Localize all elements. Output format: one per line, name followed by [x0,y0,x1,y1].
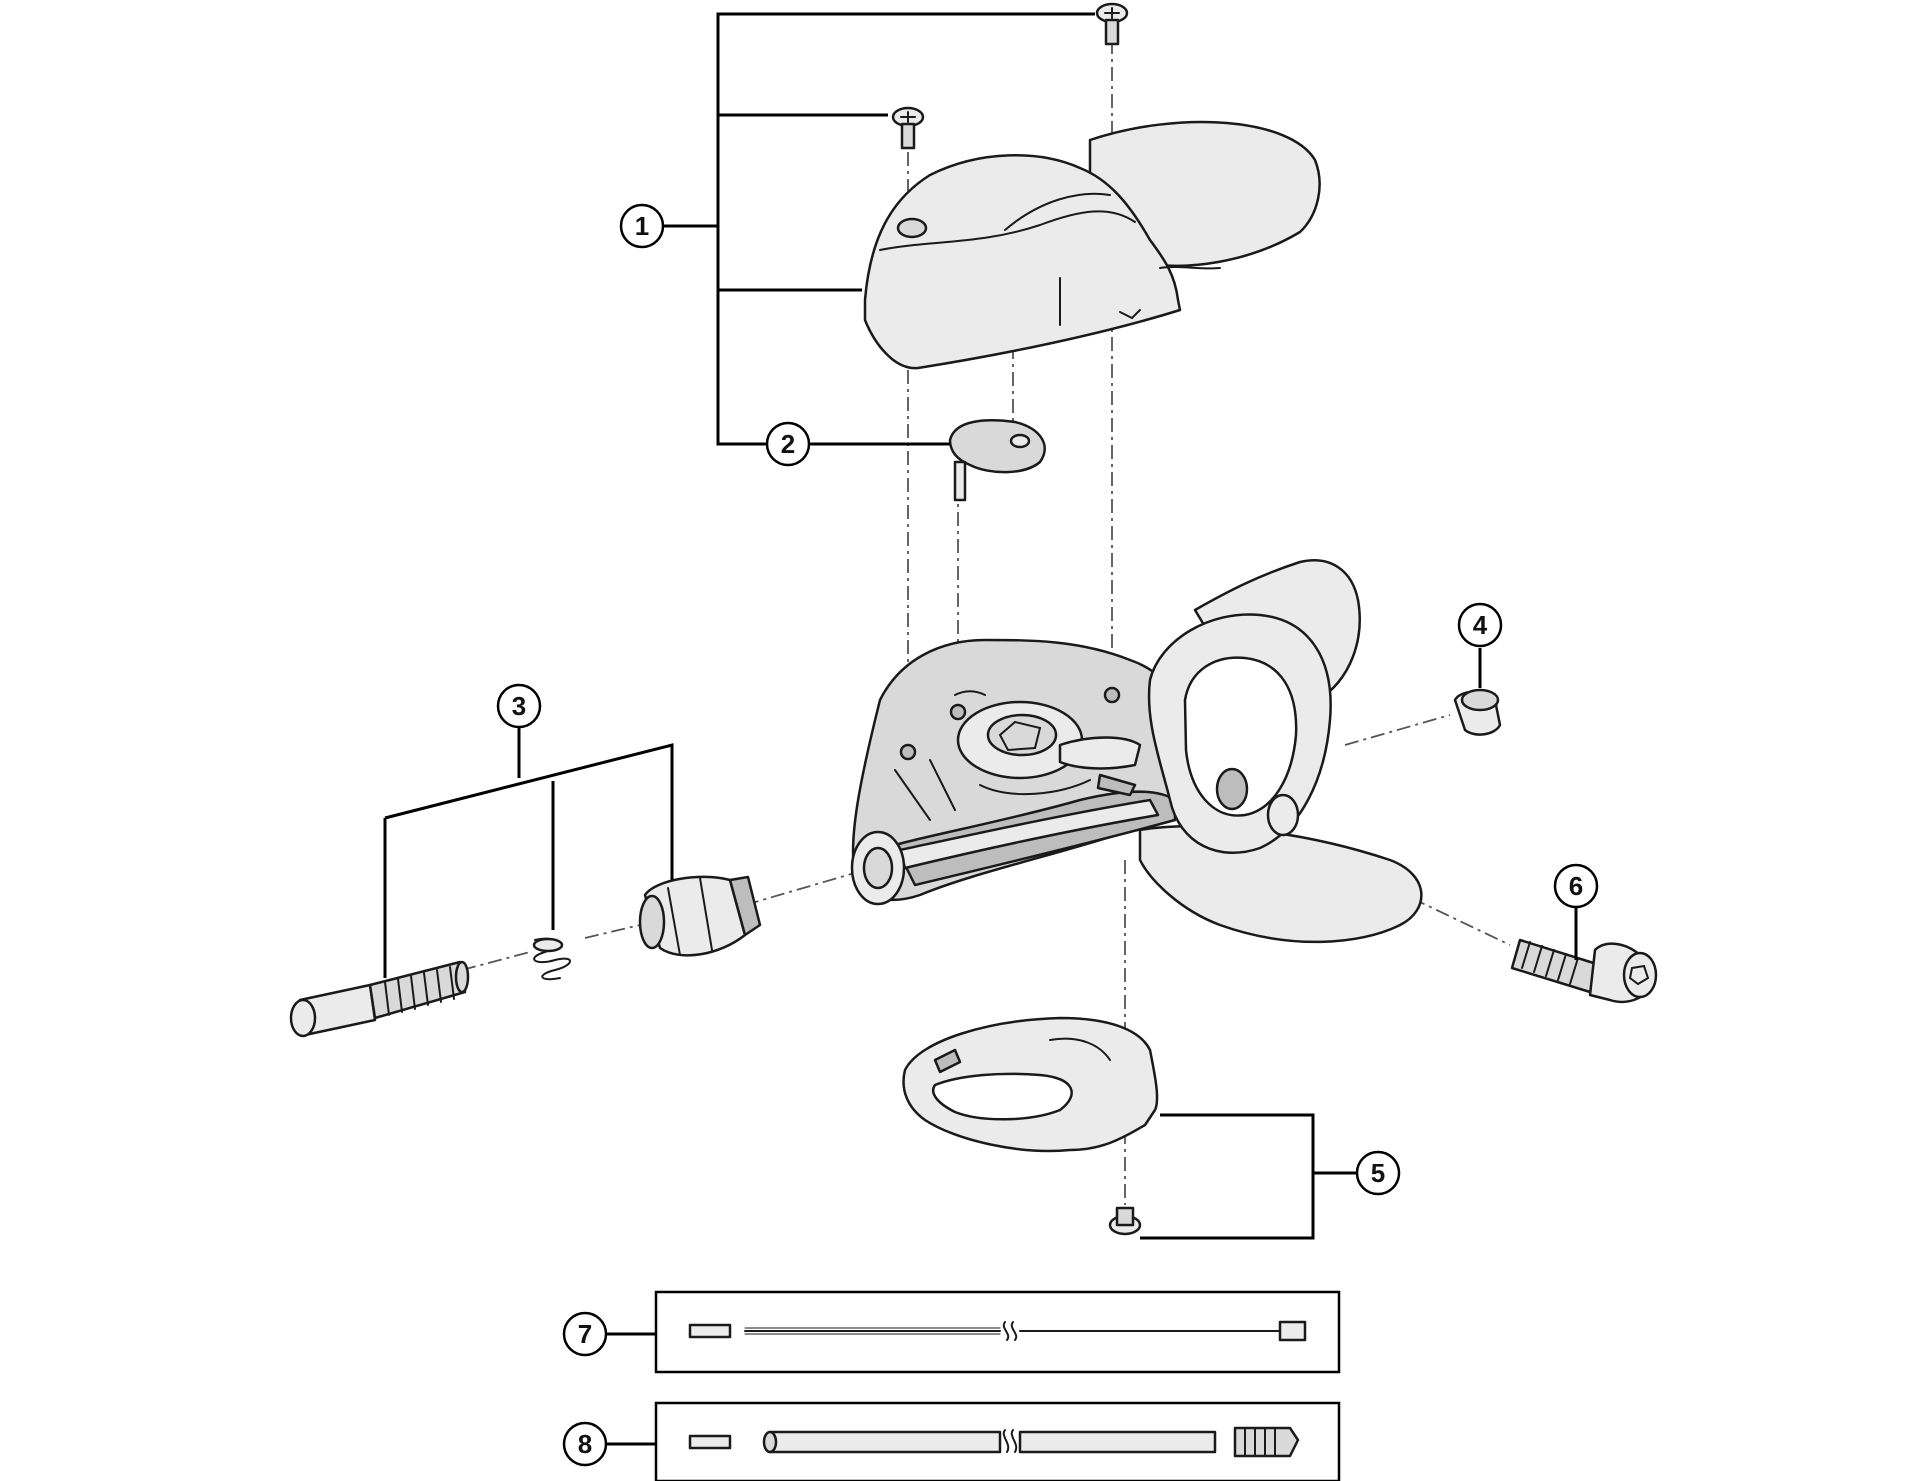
callout-4-label: 4 [1473,610,1488,640]
bottom-cover [902,1016,1159,1153]
top-cover [863,120,1321,370]
adjusting-barrel-bolt [289,960,470,1038]
callout-7-label: 7 [578,1319,592,1349]
callout-2-label: 2 [781,429,795,459]
bottom-cover-screw [1108,1206,1142,1236]
adjusting-barrel-nut [638,875,762,957]
callout-5: 5 [1355,1150,1401,1196]
leader-lines [383,12,1578,1446]
callout-5-label: 5 [1371,1158,1385,1188]
callout-2: 2 [765,421,811,467]
adjusting-barrel-spring [532,937,571,981]
callout-3-label: 3 [512,691,526,721]
callout-1-label: 1 [635,211,649,241]
callout-7: 7 [562,1311,608,1357]
inner-cable-box [654,1290,1341,1374]
callout-3: 3 [496,683,542,729]
callout-6-label: 6 [1569,871,1583,901]
indicator-window [948,419,1046,502]
callout-4: 4 [1457,602,1503,648]
callout-8-label: 8 [578,1429,592,1459]
outer-casing-box [654,1401,1341,1481]
clamp-bolt [1510,938,1658,1004]
callout-8: 8 [562,1421,608,1467]
top-cover-screw-left [891,106,925,150]
callout-1: 1 [619,203,665,249]
cable-end-cap [1453,688,1502,736]
shifter-body [850,559,1423,944]
callout-6: 6 [1553,863,1599,909]
top-cover-screw-right [1095,2,1129,46]
